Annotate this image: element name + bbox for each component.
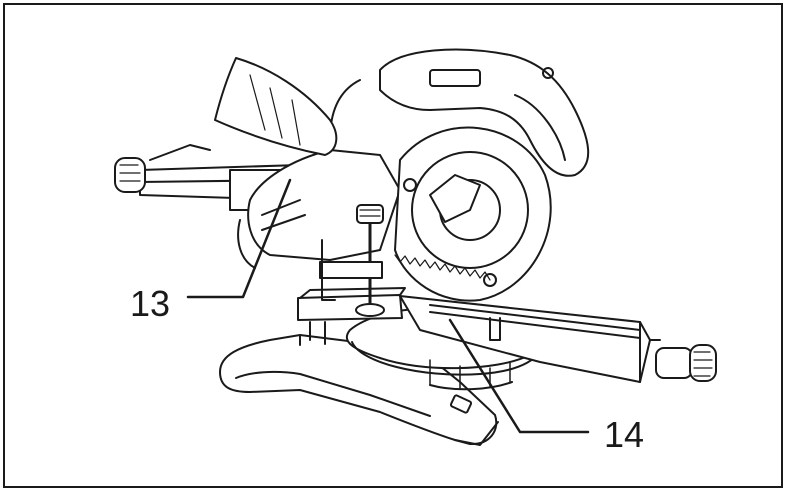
dust-bag <box>214 57 338 156</box>
callout-14-leader <box>448 318 590 434</box>
right-extension-rail <box>399 295 717 383</box>
saw-blade-teeth <box>394 254 491 281</box>
blade-guard <box>394 126 552 302</box>
callout-label-13: 13 <box>130 283 171 324</box>
saw-handle <box>329 48 590 177</box>
callout-13-leader <box>186 178 292 299</box>
callout-label-14: 14 <box>604 414 645 455</box>
vertical-clamp <box>319 204 385 317</box>
